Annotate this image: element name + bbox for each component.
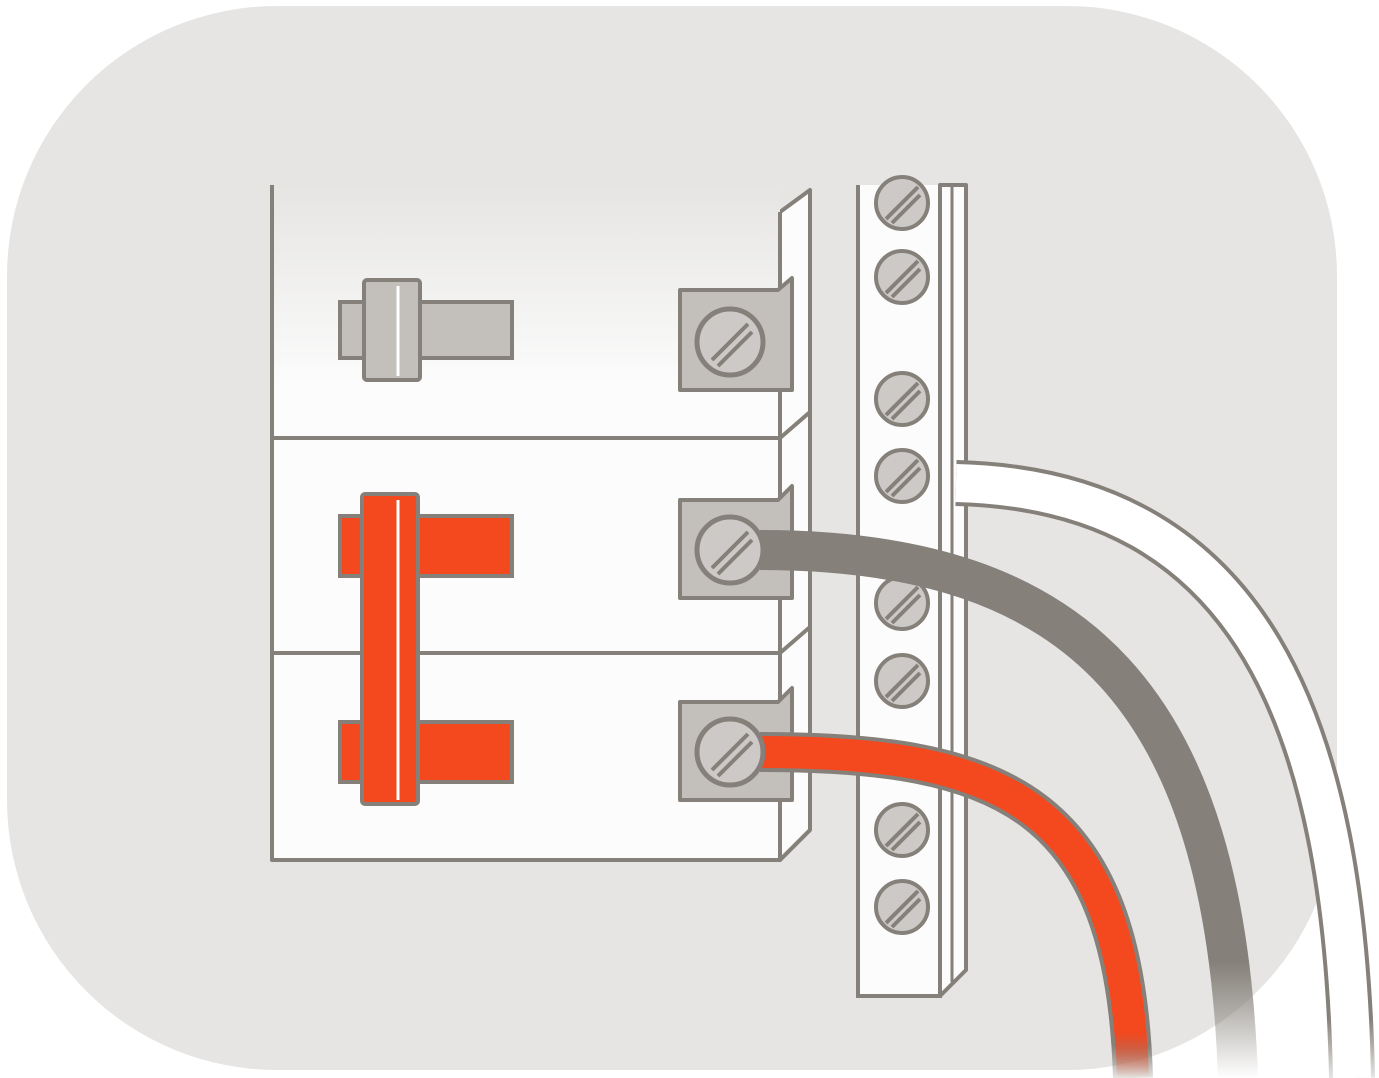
handle-tie-icon — [360, 492, 420, 806]
bus-screw-icon — [874, 802, 930, 858]
hot-wire-black — [759, 530, 1258, 1078]
hot-wire-red — [759, 732, 1153, 1078]
bus-screw-icon — [874, 653, 930, 709]
bus-screws — [874, 175, 930, 935]
single-pole-breaker-icon — [338, 278, 514, 382]
lug-screw-icon — [694, 514, 766, 586]
neutral-wire-white — [955, 460, 1375, 1078]
bus-screw-icon — [874, 249, 930, 305]
bus-screw-icon — [874, 175, 930, 231]
bus-screw-icon — [874, 371, 930, 427]
bus-screw-icon — [874, 879, 930, 935]
bus-screw-icon — [874, 448, 930, 504]
double-pole-breaker-icon — [338, 492, 514, 806]
terminal-lug-icon — [678, 276, 794, 392]
lug-screw-icon — [694, 716, 766, 788]
